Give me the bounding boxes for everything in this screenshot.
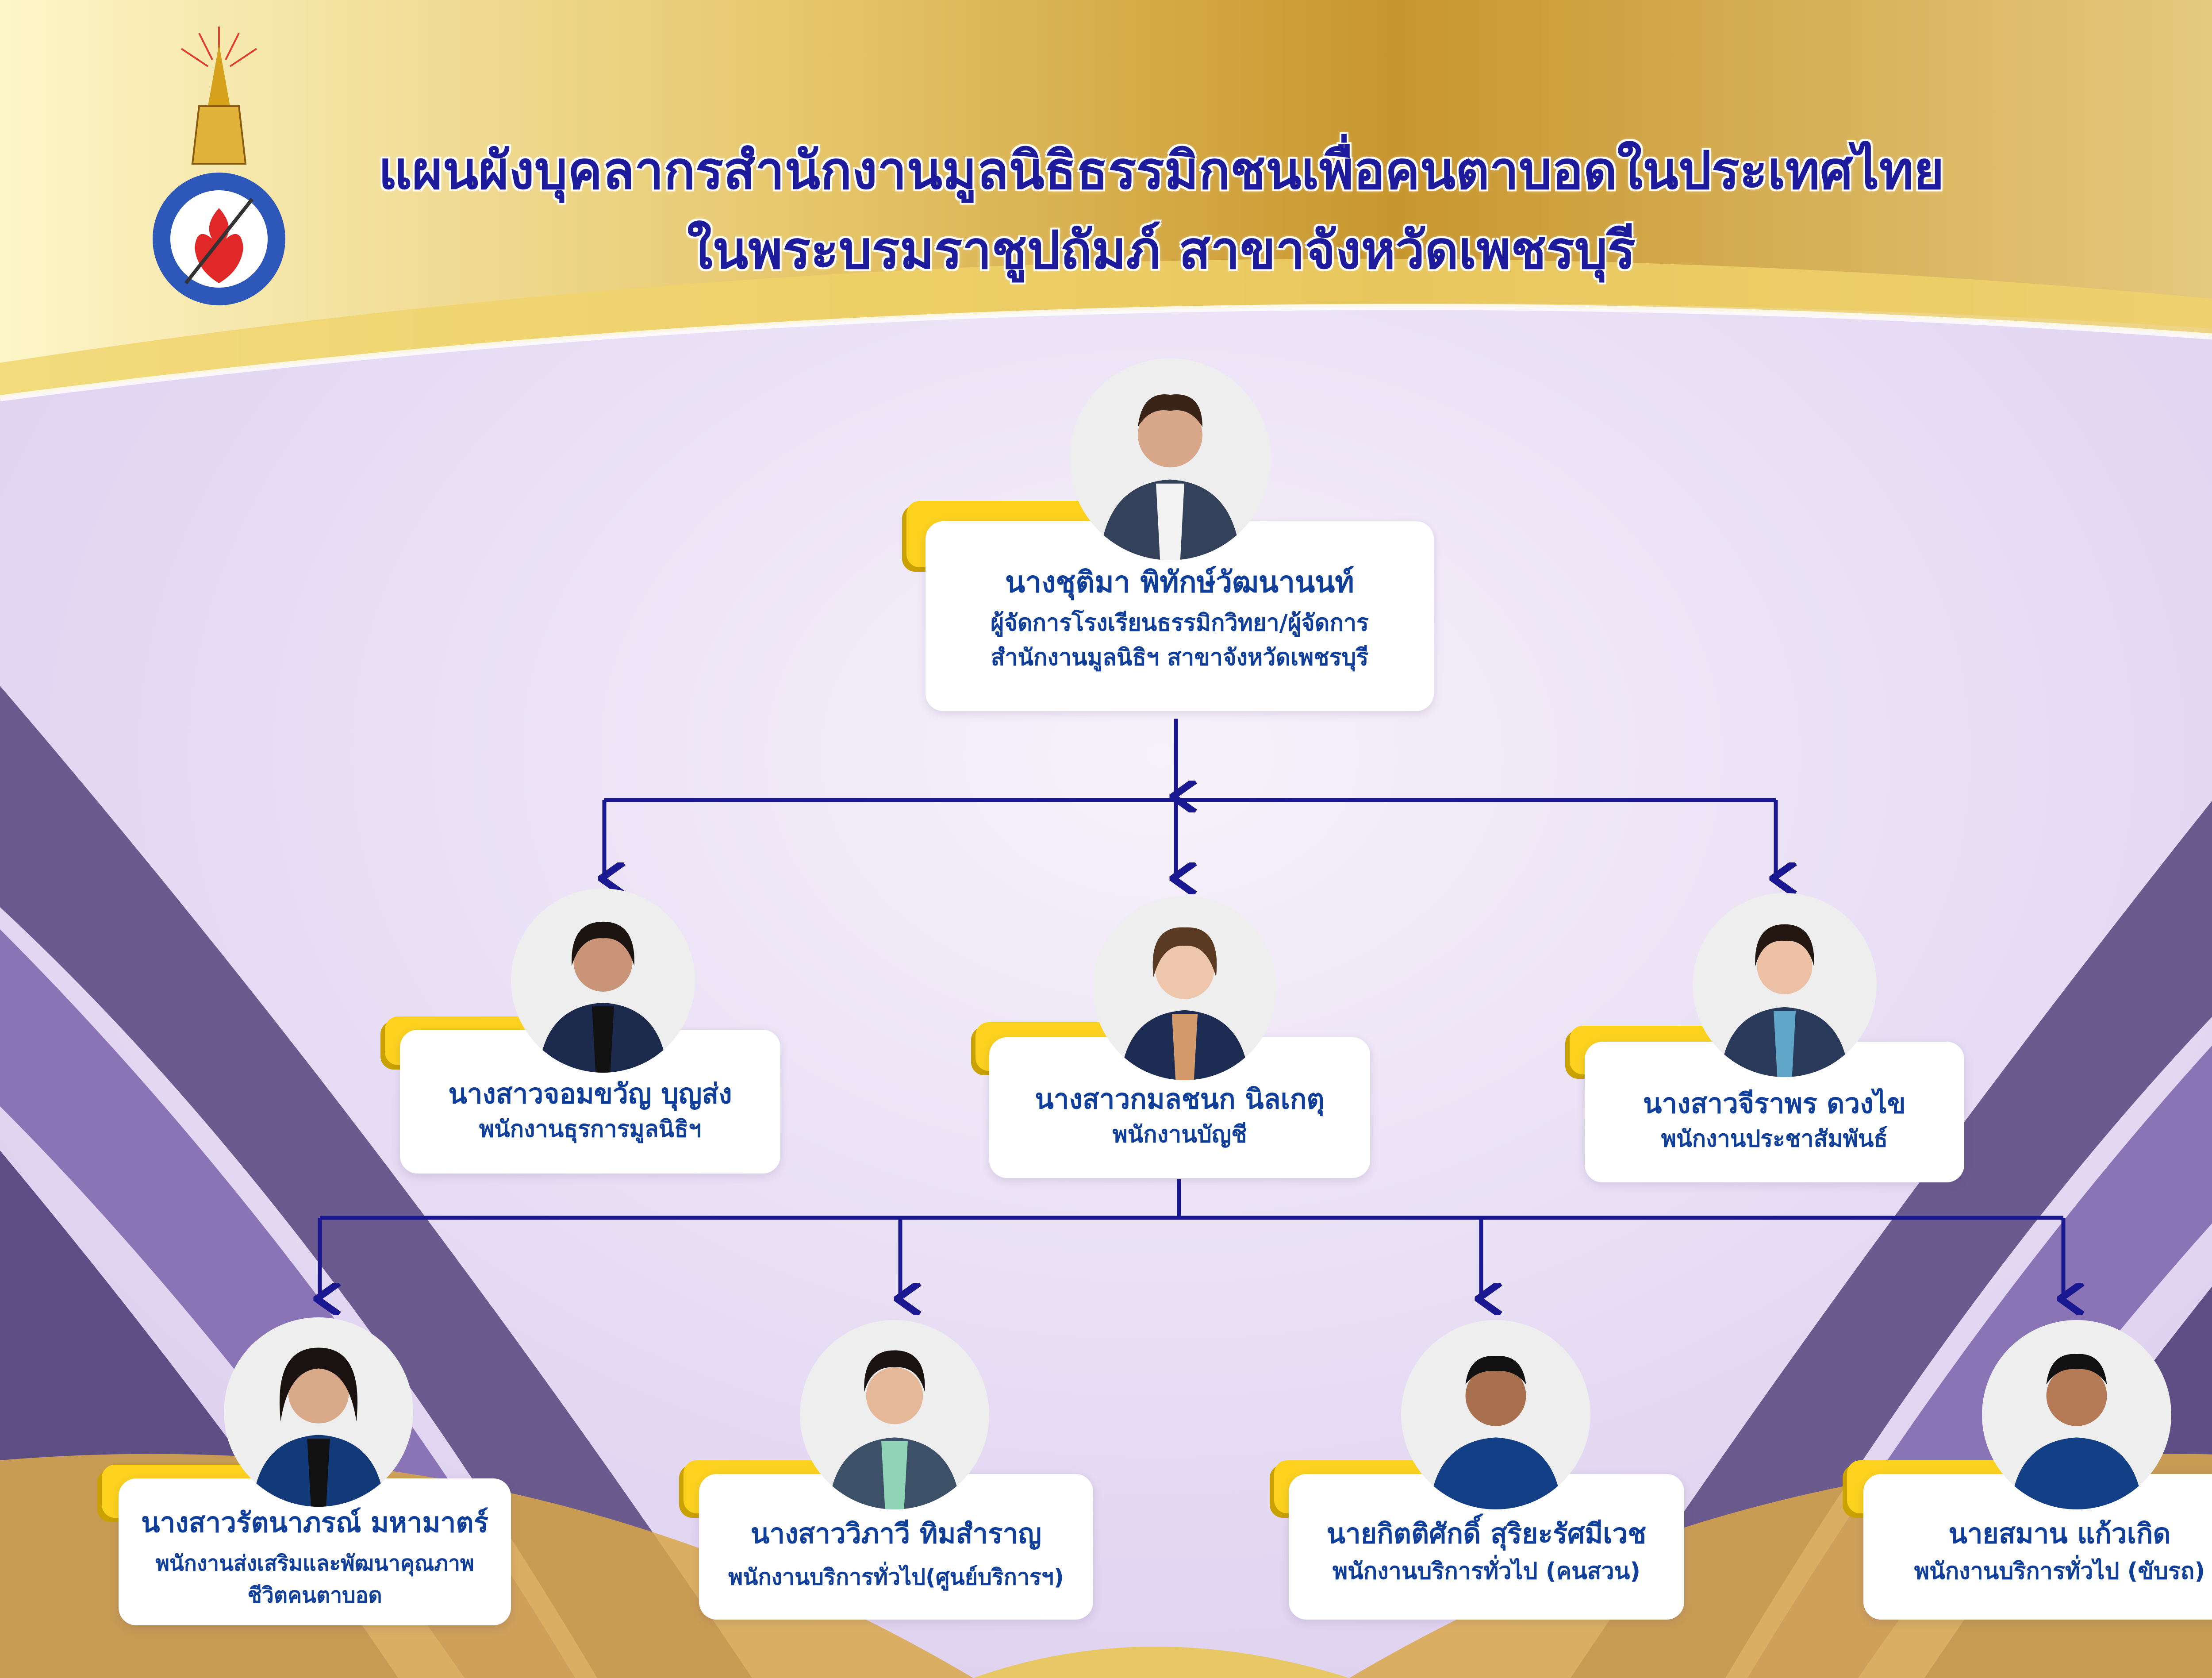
person-photo [1693, 893, 1877, 1077]
person-name: นางสาววิภาวี ทิมสำราญ [750, 1517, 1042, 1550]
person-name: นางสาวจีราพร ดวงไข [1643, 1087, 1906, 1120]
person-name: นางชุติมา พิทักษ์วัฒนานนท์ [1005, 565, 1354, 599]
person-photo [800, 1320, 989, 1509]
person-role: พนักงานธุรการมูลนิธิฯ [479, 1116, 702, 1143]
person-photo [1982, 1320, 2171, 1509]
foundation-logo [146, 18, 292, 305]
person-role: พนักงานส่งเสริมและพัฒนาคุณภาพ [155, 1551, 474, 1576]
person-role: พนักงานบริการทั่วไป(ศูนย์บริการฯ) [728, 1564, 1064, 1590]
person-name: นายกิตติศักดิ์ สุริยะรัศมีเวช [1326, 1517, 1647, 1550]
person-role: พนักงานประชาสัมพันธ์ [1661, 1125, 1888, 1152]
person-role: พนักงานบัญชี [1112, 1121, 1247, 1148]
person-name: นายสมาน แก้วเกิด [1948, 1517, 2171, 1550]
person-card-admin: นางสาวจอมขวัญ บุญส่ง พนักงานธุรการมูลนิธ… [400, 1030, 780, 1174]
person-name: นางสาวกมลชนก นิลเกตุ [1035, 1083, 1325, 1115]
title-line-1: แผนผังบุคลากรสำนักงานมูลนิธิธรรมิกชนเพื่… [378, 140, 1944, 201]
person-name: นางสาวรัตนาภรณ์ มหามาตร์ [141, 1506, 488, 1539]
person-role-line2: สำนักงานมูลนิธิฯ สาขาจังหวัดเพชรบุรี [991, 644, 1369, 671]
title-line-2: ในพระบรมราชูปถัมภ์ สาขาจังหวัดเพชรบุรี [687, 219, 1636, 281]
person-role: พนักงานบริการทั่วไป (คนสวน) [1332, 1558, 1641, 1585]
person-role-line2: ชีวิตคนตาบอด [247, 1582, 382, 1608]
person-role: ผู้จัดการโรงเรียนธรรมิกวิทยา/ผู้จัดการ [990, 609, 1369, 636]
person-card-promotion: นางสาวรัตนาภรณ์ มหามาตร์ พนักงานส่งเสริม… [119, 1478, 511, 1625]
person-photo [224, 1317, 413, 1507]
person-role: พนักงานบริการทั่วไป (ขับรถ) [1914, 1558, 2205, 1585]
person-card-driver: นายสมาน แก้วเกิด พนักงานบริการทั่วไป (ขั… [1863, 1474, 2212, 1620]
person-name: นางสาวจอมขวัญ บุญส่ง [448, 1078, 732, 1110]
person-photo [511, 889, 695, 1073]
person-photo [1093, 896, 1277, 1080]
person-photo [1069, 358, 1271, 560]
person-photo [1401, 1320, 1590, 1509]
